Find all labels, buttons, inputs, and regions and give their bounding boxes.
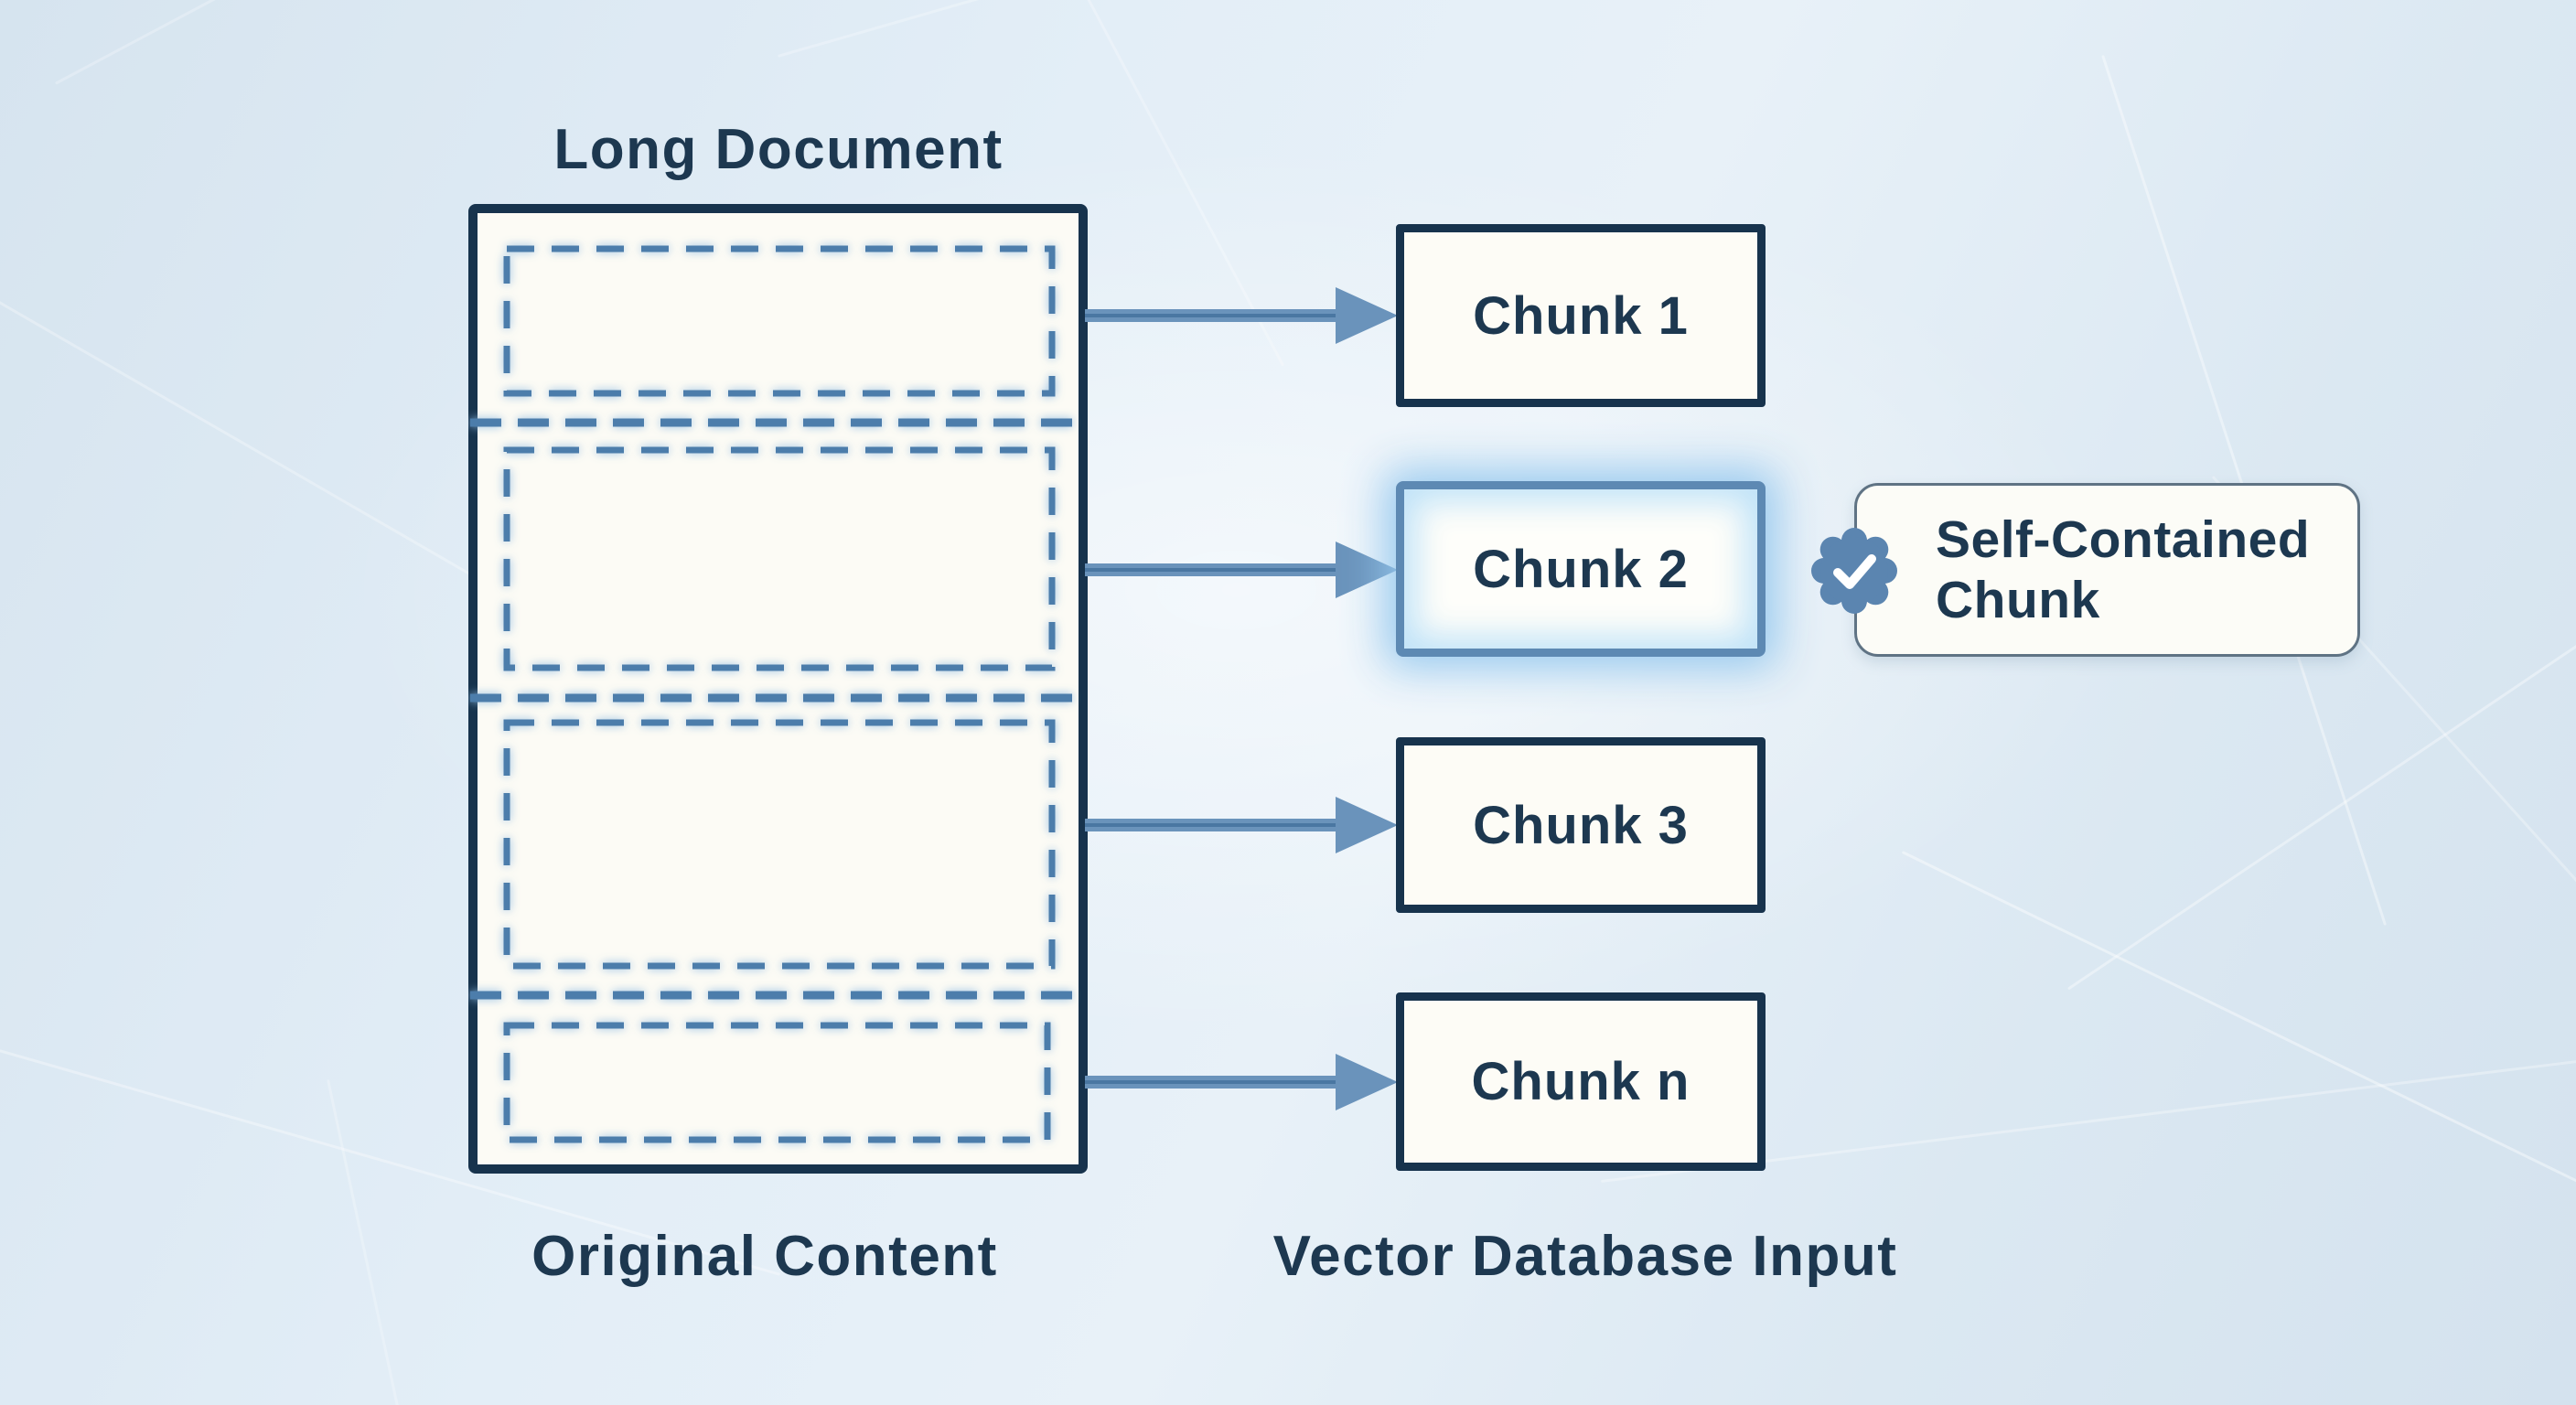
chunk-1-label: Chunk 1 (1473, 285, 1689, 346)
document-segment-4 (503, 1022, 1051, 1143)
document-segment-2 (503, 446, 1056, 671)
chunk-1-box: Chunk 1 (1396, 224, 1766, 407)
self-contained-callout: Self-Contained Chunk (1854, 483, 2360, 657)
checkmark-icon (1833, 554, 1876, 589)
long-document-title: Long Document (553, 118, 1004, 181)
texture-line (327, 1079, 454, 1405)
arrow-to-chunk-1 (1085, 287, 1398, 344)
arrow-to-chunk-2 (1085, 542, 1398, 598)
callout-line-1: Self-Contained (1936, 510, 2311, 569)
chunk-n-box: Chunk n (1396, 992, 1766, 1171)
original-content-caption: Original Content (531, 1225, 998, 1288)
chunk-2-box: Chunk 2 (1396, 481, 1766, 657)
chunk-3-box: Chunk 3 (1396, 737, 1766, 913)
chunk-2-label: Chunk 2 (1473, 539, 1689, 599)
texture-line (55, 0, 662, 85)
chunk-n-label: Chunk n (1471, 1052, 1690, 1111)
document-segment-3 (503, 719, 1056, 970)
chunk-3-label: Chunk 3 (1473, 795, 1689, 855)
arrow-to-chunk-3 (1085, 797, 1398, 853)
callout-line-2: Chunk (1936, 571, 2100, 629)
document-segment-1 (503, 245, 1056, 397)
check-seal-icon (1811, 528, 1897, 614)
arrow-to-chunk-n (1085, 1054, 1398, 1110)
vector-database-input-caption: Vector Database Input (1272, 1225, 1898, 1288)
long-document-box (468, 204, 1088, 1174)
texture-line (778, 0, 1922, 58)
